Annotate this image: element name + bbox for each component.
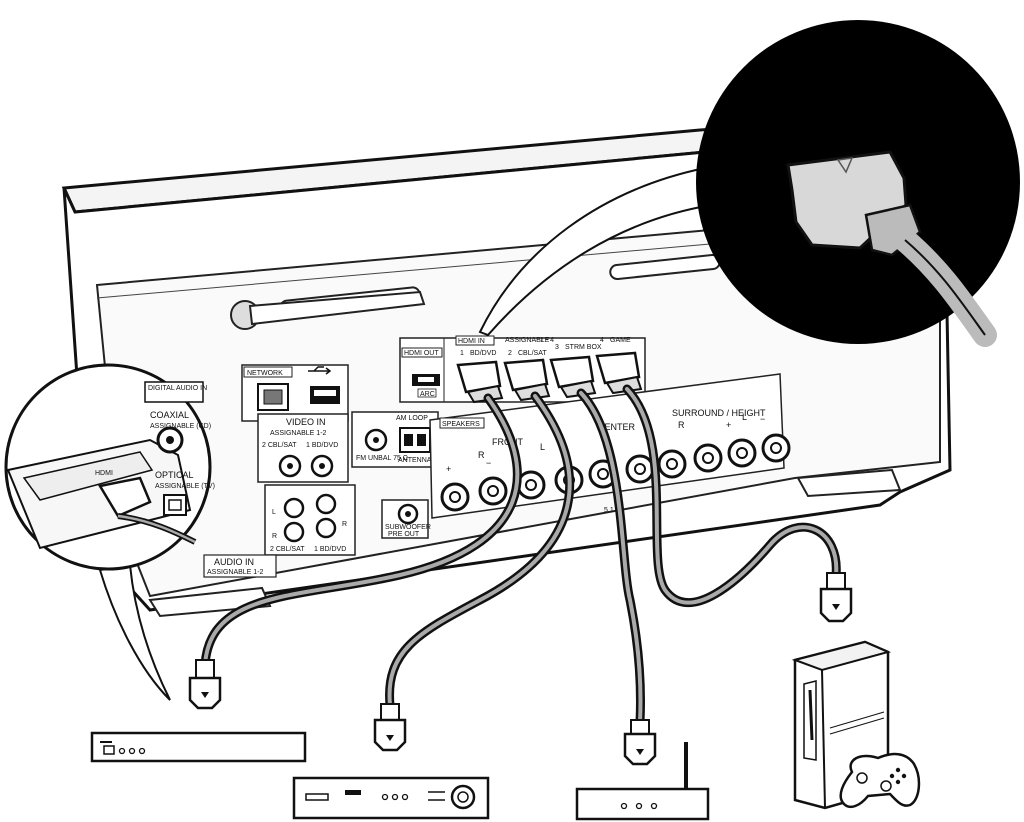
surround-plus-label: + (726, 420, 731, 430)
video-cbl-sat-label: 2 CBL/SAT (262, 442, 297, 449)
subwoofer-label: SUBWOOFER (385, 524, 431, 531)
antenna-block: AM LOOP FM UNBAL 75 Ω ANTENNA (351, 411, 439, 468)
hdmi-in-label: HDMI IN (458, 338, 485, 345)
speaker-terminal-front-l-plus[interactable] (516, 470, 546, 500)
streaming-box-device (575, 742, 710, 821)
audio-bd-dvd-label: 1 BD/DVD (314, 546, 346, 553)
video-in-block: VIDEO IN ASSIGNABLE 1-2 2 CBL/SAT 1 BD/D… (257, 413, 349, 483)
antenna-label: ANTENNA (398, 457, 432, 464)
coaxial-sub-label: ASSIGNABLE (CD) (150, 423, 211, 430)
receiver-foot-left (148, 586, 272, 618)
hdmi-cable-end-plugs (188, 572, 853, 766)
audio-in-assignable-label: ASSIGNABLE 1-2 (207, 569, 264, 576)
hdmi-input-2-number: 2 (508, 350, 512, 357)
front-r-minus-label: − (486, 458, 491, 468)
hdmi-input-4-label: GAME (610, 337, 631, 344)
hdmi-out-label: HDMI OUT (404, 350, 439, 357)
channel-count-label: 5.1 (604, 507, 614, 514)
optical-sub-label: ASSIGNABLE (TV) (155, 483, 215, 490)
zoom-hdmi-plug (98, 476, 152, 518)
game-controller-icon (839, 752, 921, 808)
usb-icon (308, 366, 332, 375)
speaker-terminal-front-r-plus[interactable] (440, 482, 470, 512)
coaxial-label: COAXIAL (150, 410, 189, 420)
speaker-terminal-surround-l-plus[interactable] (727, 438, 757, 468)
hdmi-plug-input-1 (456, 360, 504, 404)
optical-label: OPTICAL (155, 470, 194, 480)
hdmi-input-4-number: 4 (600, 337, 604, 344)
audio-cbl-sat-label: 2 CBL/SAT (270, 546, 305, 553)
surround-r-label: R (678, 420, 685, 430)
source-devices (90, 640, 921, 821)
am-loop-label: AM LOOP (396, 415, 428, 422)
hdmi-plug-zoom-callout (478, 20, 1020, 347)
hdmi-in-range-label: 1 - 4 (540, 337, 554, 344)
surround-l-label: L (742, 412, 747, 422)
pre-out-label: PRE OUT (388, 531, 420, 538)
hdmi-port-label: HDMI (95, 470, 113, 477)
network-usb-block: NETWORK (241, 364, 349, 422)
hdmi-plug-input-2 (503, 358, 551, 402)
hdmi-input-2-label: CBL/SAT (518, 350, 547, 357)
settop-box-device (90, 731, 307, 763)
speaker-terminal-surround-l-minus[interactable] (761, 433, 791, 463)
video-bd-dvd-label: 1 BD/DVD (306, 442, 338, 449)
digital-audio-zoom-callout: DIGITAL AUDIO IN COAXIAL ASSIGNABLE (CD)… (4, 363, 215, 701)
video-in-assignable-label: ASSIGNABLE 1-2 (270, 430, 327, 437)
audio-in-block: L R R 2 CBL/SAT 1 BD/DVD AUDIO IN ASSIGN… (203, 484, 356, 578)
center-label: CENTER (598, 422, 636, 432)
audio-in-1-r-jack[interactable] (315, 517, 337, 539)
audio-in-l-label: L (272, 509, 276, 516)
subwoofer-pre-out-block: SUBWOOFER PRE OUT (381, 499, 431, 539)
audio-in-2-r-jack[interactable] (283, 521, 305, 543)
hdmi-cables (200, 384, 841, 727)
hdmi-plug-end-3 (623, 719, 657, 766)
arc-label: ARC (420, 391, 435, 398)
hdmi-input-1-label: BD/DVD (470, 350, 496, 357)
front-r-label: R (478, 450, 485, 460)
audio-in-2-l-jack[interactable] (283, 497, 305, 519)
hdmi-input-3-number: 3 (555, 344, 559, 351)
fm-unbal-label: FM UNBAL 75 Ω (356, 455, 408, 462)
video-in-label: VIDEO IN (286, 417, 326, 427)
assignable-label: ASSIGNABLE (505, 337, 550, 344)
audio-in-r2-label: R (342, 521, 347, 528)
surround-height-label: SURROUND / HEIGHT (672, 408, 766, 418)
bluray-player-device (292, 776, 490, 820)
hdmi-input-3-label: STRM BOX (565, 344, 602, 351)
hdmi-plug-end-2 (373, 703, 407, 752)
hdmi-plug-end-1 (188, 659, 222, 710)
speaker-terminal-front-r-minus[interactable] (478, 476, 508, 506)
speaker-terminal-surround-r-plus[interactable] (657, 449, 687, 479)
wireless-antenna (248, 290, 426, 326)
audio-in-r-label: R (272, 533, 277, 540)
hdmi-input-1-number: 1 (460, 350, 464, 357)
audio-in-1-l-jack[interactable] (315, 493, 337, 515)
front-r-plus-label: + (446, 464, 451, 474)
callout-pointer-left (98, 563, 171, 701)
front-l-label: L (540, 442, 545, 452)
network-label: NETWORK (247, 370, 283, 377)
hdmi-plug-end-4 (819, 572, 853, 623)
receiver-foot-right (796, 468, 902, 498)
speaker-terminal-center-minus[interactable] (625, 454, 655, 484)
speaker-terminal-surround-r-minus[interactable] (693, 443, 723, 473)
speakers-label: SPEAKERS (442, 421, 480, 428)
audio-in-label: AUDIO IN (214, 557, 254, 567)
surround-minus-label: − (760, 414, 765, 424)
digital-audio-in-label: DIGITAL AUDIO IN (148, 385, 207, 392)
